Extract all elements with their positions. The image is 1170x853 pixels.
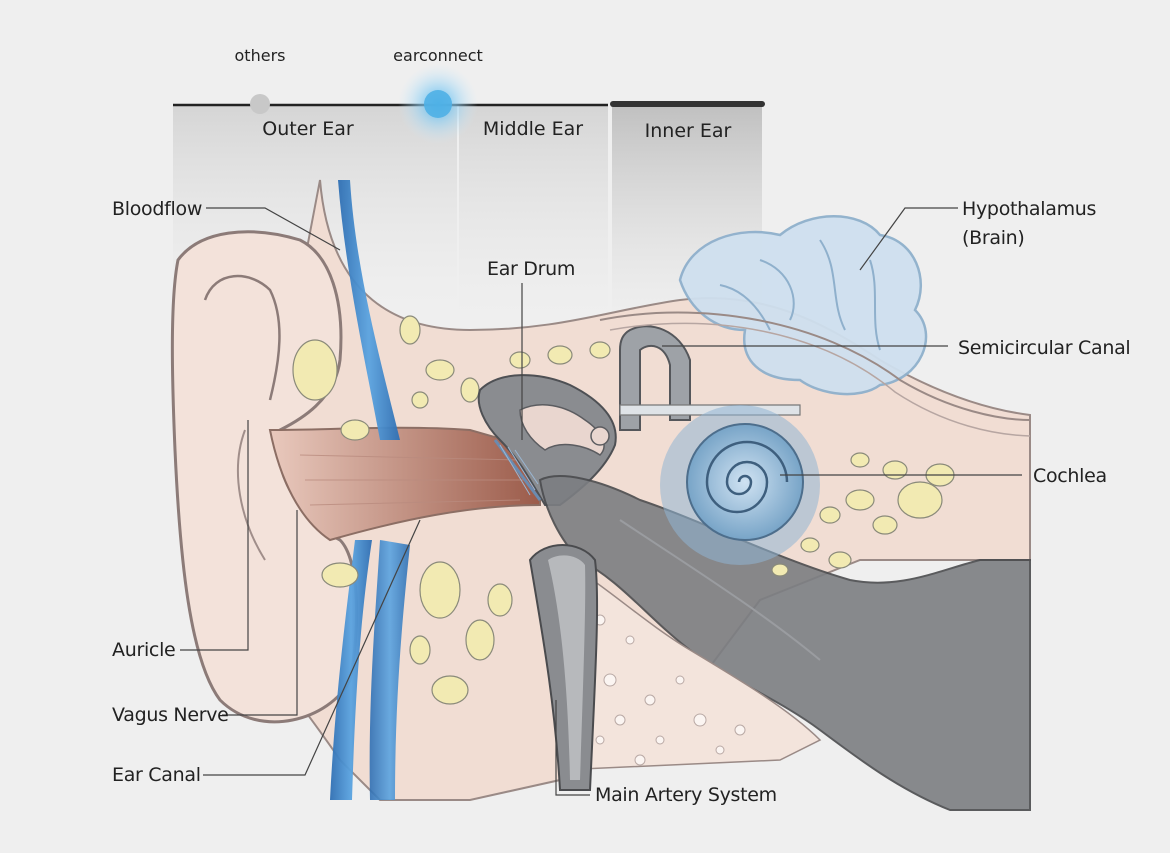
section-scale (173, 64, 765, 144)
hypothalamus-leader (859, 207, 958, 271)
outer-ear-label: Outer Ear (262, 118, 354, 140)
auricle-leader (180, 420, 249, 651)
others-marker (250, 94, 270, 114)
main-artery-leader (555, 700, 590, 796)
earconnect-marker (424, 90, 452, 118)
auricle-label: Auricle (112, 639, 175, 661)
middle-ear-column (459, 106, 608, 316)
others-label: others (235, 46, 286, 65)
vagus-nerve-leader (222, 510, 298, 716)
cochlea-label: Cochlea (1033, 465, 1107, 487)
ear-canal-leader (203, 519, 421, 776)
hypothalamus-label: Hypothalamus (962, 198, 1096, 220)
earconnect-label: earconnect (393, 46, 483, 65)
bloodflow-leader (206, 207, 341, 251)
leader-lines (180, 207, 1022, 796)
bloodflow-label: Bloodflow (112, 198, 202, 220)
middle-ear-label: Middle Ear (483, 118, 583, 140)
ear-drum-label: Ear Drum (487, 258, 575, 280)
vagus-nerve-label: Vagus Nerve (112, 704, 229, 726)
main-artery-label: Main Artery System (595, 784, 777, 806)
semicircular-canal-label: Semicircular Canal (958, 337, 1130, 359)
hypothalamus-sublabel: (Brain) (962, 227, 1025, 249)
inner-ear-label: Inner Ear (645, 120, 732, 142)
ear-canal-label: Ear Canal (112, 764, 201, 786)
anatomy-drawing (170, 179, 1031, 811)
